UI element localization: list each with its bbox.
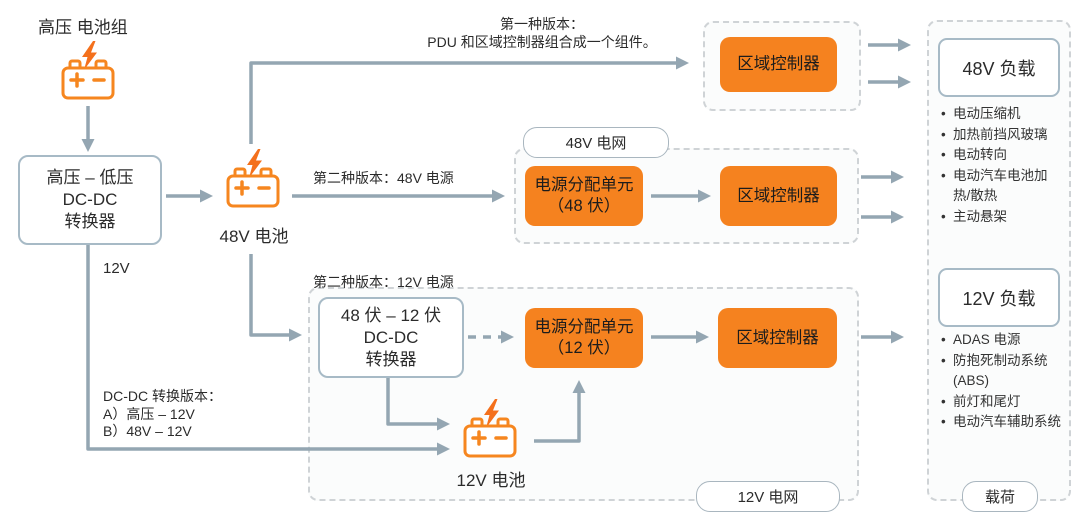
pdu-12v-box: 电源分配单元 （12 伏） (525, 308, 643, 368)
pdu-48v-box: 电源分配单元 （48 伏） (525, 166, 643, 226)
hv-dcdc-line3: 转换器 (64, 212, 116, 231)
battery-48v-label: 48V 电池 (219, 227, 289, 246)
hv-dcdc-box: 高压 – 低压 DC-DC 转换器 (18, 155, 162, 245)
zone-controller3-label: 区域控制器 (736, 328, 819, 347)
pdu-48v-line2: （48 伏） (547, 197, 621, 215)
dcdc-versions-line1: DC-DC 转换版本： (103, 388, 222, 404)
loads-12v-title: 12V 负载 (938, 268, 1060, 327)
load-item: ADAS 电源 (940, 330, 1062, 351)
battery-12v-label: 12V 电池 (456, 471, 526, 490)
version2-12v-note: 第二种版本：12V 电源 (313, 274, 454, 290)
lightning-bolt-icon (484, 399, 499, 428)
battery-12v-icon (463, 399, 517, 458)
loads-48v-list: 电动压缩机 加热前挡风玻璃 电动转向 电动汽车电池加热/散热 主动悬架 (940, 104, 1062, 227)
hv-pack-title: 高压 电池组 (38, 18, 128, 37)
battery-48v-icon (226, 149, 280, 208)
dcdc-versions-note: DC-DC 转换版本： A）高压 – 12V B）48V – 12V (103, 388, 222, 441)
hv-battery-icon (61, 41, 115, 100)
hv-dcdc-line2: DC-DC (62, 190, 118, 209)
version1-note: 第一种版本： PDU 和区域控制器组合成一个组件。 (422, 15, 662, 51)
zone-controller2-label: 区域控制器 (737, 186, 820, 205)
connector-hv-dcdc-to-12v-battery (86, 241, 450, 456)
grid-48v-label: 48V 电网 (523, 127, 669, 158)
dcdc-48-12-line1: 48 伏 – 12 伏 (340, 305, 442, 325)
twelve-volt-label: 12V (103, 260, 130, 277)
connector-48v-battery-to-dcdc4812 (249, 254, 302, 342)
connector-12v-battery-to-pdu12 (534, 380, 586, 443)
zone-controller2-box: 区域控制器 (720, 166, 837, 226)
pdu-12v-line1: 电源分配单元 (534, 318, 634, 336)
load-item: 电动转向 (940, 145, 1062, 166)
grid-12v-label: 12V 电网 (696, 481, 840, 512)
zone-controller3-box: 区域控制器 (718, 308, 837, 368)
load-item: 电动汽车电池加热/散热 (940, 166, 1062, 207)
lightning-bolt-icon (247, 149, 262, 178)
dcdc-versions-line3: B）48V – 12V (103, 423, 192, 439)
dcdc-48-12-box: 48 伏 – 12 伏 DC-DC 转换器 (318, 297, 464, 378)
pdu-48v-line1: 电源分配单元 (534, 176, 634, 194)
load-item: 电动汽车辅助系统 (940, 412, 1062, 433)
lightning-bolt-icon (82, 41, 97, 70)
pdu-12v-line2: （12 伏） (547, 339, 621, 357)
load-item: 加热前挡风玻璃 (940, 125, 1062, 146)
zone-controller1-box: 区域控制器 (720, 37, 837, 92)
version1-line2: PDU 和区域控制器组合成一个组件。 (427, 34, 657, 50)
hv-dcdc-line1: 高压 – 低压 (46, 168, 134, 187)
loads-12v-list: ADAS 电源 防抱死制动系统 (ABS) 前灯和尾灯 电动汽车辅助系统 (940, 330, 1062, 433)
dcdc-versions-line2: A）高压 – 12V (103, 405, 195, 422)
version2-48v-note: 第二种版本：48V 电源 (313, 170, 454, 186)
loads-label: 载荷 (962, 481, 1038, 512)
zone-controller1-label: 区域控制器 (737, 55, 820, 73)
version1-line1: 第一种版本： (500, 16, 584, 32)
connector-48v-battery-to-zone1 (249, 56, 689, 144)
connector-dcdc4812-to-12v-battery (386, 376, 450, 431)
load-item: 电动压缩机 (940, 104, 1062, 125)
dcdc-48-12-line3: 转换器 (365, 349, 417, 369)
load-item: 主动悬架 (940, 207, 1062, 228)
loads-48v-title: 48V 负载 (938, 38, 1060, 97)
load-item: 防抱死制动系统 (ABS) (940, 351, 1062, 392)
load-item: 前灯和尾灯 (940, 392, 1062, 413)
dcdc-48-12-line2: DC-DC (363, 327, 419, 347)
